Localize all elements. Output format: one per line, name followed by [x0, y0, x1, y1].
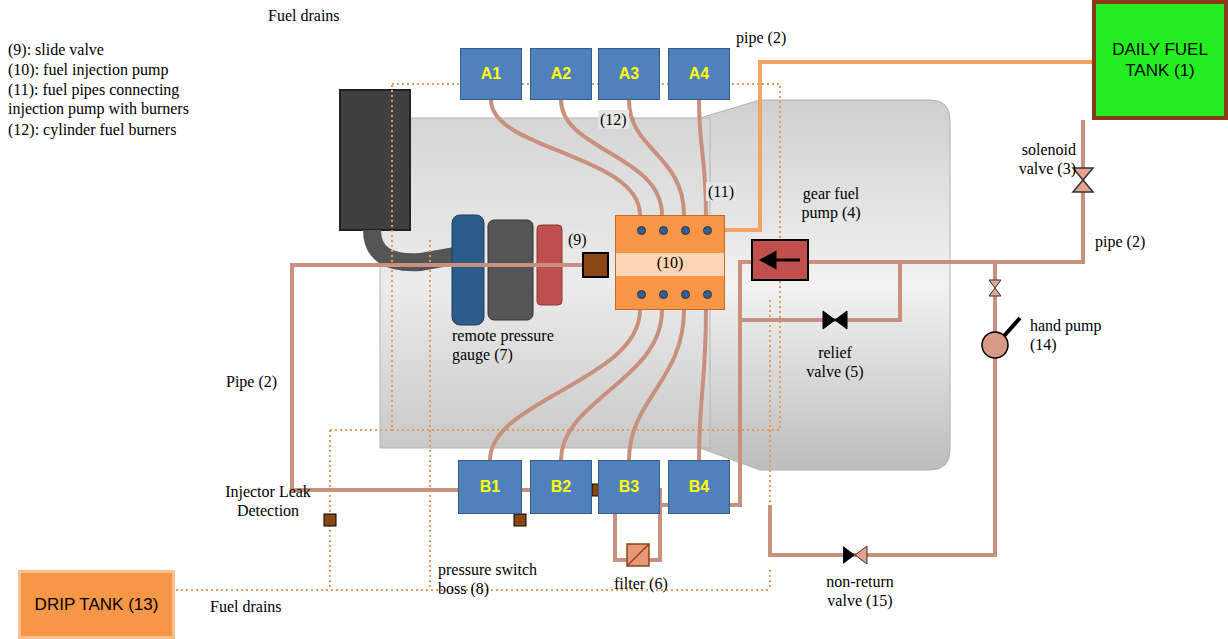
cylinder-burner: B1: [458, 460, 522, 514]
fuel-pipes: [292, 120, 1083, 560]
solenoid-valve: [1073, 168, 1093, 192]
node-label: B4: [689, 478, 709, 496]
pressure-switch-boss: [514, 514, 526, 526]
part-label: relief valve (5): [800, 343, 870, 381]
cylinder-burner: A2: [530, 48, 592, 100]
fuel-drain-lines: [176, 48, 780, 590]
pipe-port: [659, 290, 668, 299]
pipe-port: [659, 226, 668, 235]
pipe-port: [681, 226, 690, 235]
hand-pump: [982, 280, 1020, 358]
fuel-pipe: [725, 62, 1092, 230]
part-label: remote pressure gauge (7): [452, 326, 580, 364]
part-label: Fuel drains: [268, 6, 340, 25]
part-label: pipe (2): [736, 28, 786, 47]
part-label: pipe (2): [1095, 232, 1145, 251]
gear-fuel-pump: [752, 240, 808, 280]
pipe-port: [637, 226, 646, 235]
part-label: (10): fuel injection pump: [8, 60, 238, 79]
part-label: hand pump (14): [1030, 316, 1110, 354]
callout-number: (12): [598, 110, 629, 129]
node-label: DAILY FUEL TANK (1): [1108, 39, 1212, 82]
pipe-port: [703, 226, 712, 235]
callout-number: (11): [706, 182, 736, 201]
daily-fuel-tank: DAILY FUEL TANK (1): [1092, 0, 1228, 120]
relief-valve: [823, 311, 847, 329]
fuel-injection-pump: (10): [615, 215, 725, 310]
fuel-pipe: [561, 310, 662, 460]
fuel-pipe: [699, 100, 706, 215]
pipe-port: [703, 290, 712, 299]
air-intake: [340, 90, 410, 230]
part-label: Pipe (2): [226, 372, 277, 391]
cylinder-burner: A4: [668, 48, 730, 100]
part-label: non-return valve (15): [810, 572, 910, 610]
node-label: A4: [689, 65, 709, 83]
node-label: A1: [481, 65, 501, 83]
drip-tank: DRIP TANK (13): [18, 570, 175, 639]
leak-detection-sensor: [324, 514, 336, 526]
non-return-valve: [843, 546, 867, 564]
node-label: DRIP TANK (13): [35, 594, 159, 615]
flywheel-housing: [700, 100, 950, 470]
part-label: Injector Leak Detection: [218, 482, 318, 520]
part-label: solenoid valve (3): [996, 140, 1076, 178]
slide-valve: [583, 253, 608, 277]
node-label: (10): [657, 254, 684, 272]
cylinder-burner: B3: [598, 460, 660, 514]
fuel-pipe: [629, 310, 684, 460]
turbo-compressor: [452, 215, 484, 325]
cylinder-burner: A1: [460, 48, 522, 100]
part-label: (12): cylinder fuel burners: [8, 120, 238, 139]
node-label: A2: [551, 65, 571, 83]
cylinder-burner: A3: [598, 48, 660, 100]
cylinder-burner: B2: [530, 460, 592, 514]
pipe-port: [637, 290, 646, 299]
node-label: B2: [551, 478, 571, 496]
part-label: gear fuel pump (4): [790, 184, 872, 222]
part-label: (11): fuel pipes connecting injection pu…: [8, 80, 213, 118]
node-label: B1: [480, 478, 500, 496]
fuel-pipe: [629, 100, 684, 215]
pump-direction-arrow: [762, 253, 800, 267]
fuel-pipe: [561, 100, 662, 215]
pipe-port: [681, 290, 690, 299]
part-label: filter (6): [614, 574, 668, 593]
node-label: B3: [619, 478, 639, 496]
part-label: Fuel drains: [210, 597, 282, 616]
turbo-core: [488, 220, 533, 320]
cylinder-burner: B4: [668, 460, 730, 514]
node-label: A3: [619, 65, 639, 83]
intake-duct: [372, 230, 460, 262]
part-label: (9): slide valve: [8, 40, 238, 59]
part-label: pressure switch boss (8): [438, 560, 563, 598]
fuel-pipe: [699, 310, 706, 460]
callout-number: (9): [566, 230, 589, 249]
